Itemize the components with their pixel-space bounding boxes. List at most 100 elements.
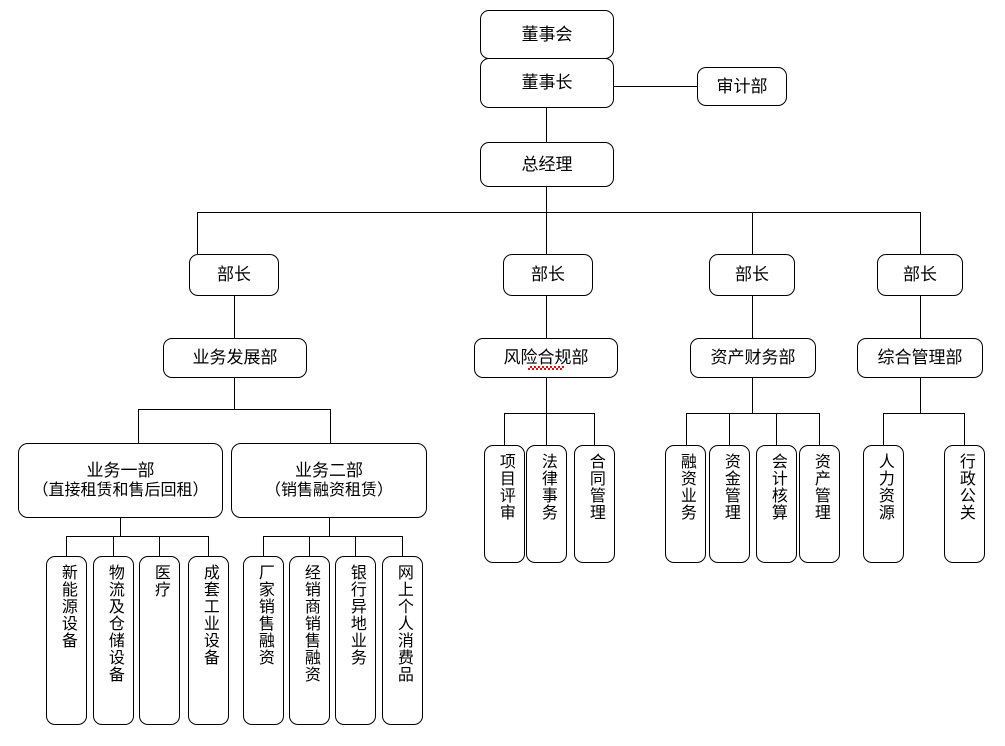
drop-to-unit-1 (138, 409, 139, 443)
node-leaf-contract-management[interactable]: 合同管理 (574, 445, 615, 563)
bus-risk-leaves (504, 413, 595, 414)
node-leaf-legal-affairs-label: 法律事务 (538, 453, 556, 521)
node-business-unit-1[interactable]: 业务一部 （直接租赁和售后回租） (18, 443, 223, 518)
node-leaf-accounting[interactable]: 会计核算 (756, 445, 797, 563)
node-leaf-fund-management-label: 资金管理 (721, 453, 739, 521)
bus-admin-leaves (883, 413, 965, 414)
node-leaf-manufacturer-sales-financing-label: 厂家销售融资 (255, 564, 273, 666)
node-dept-admin[interactable]: 综合管理部 (857, 338, 983, 378)
node-audit-label: 审计部 (716, 76, 768, 96)
drop-risk-leaf-2 (546, 413, 547, 445)
node-leaf-accounting-label: 会计核算 (768, 453, 786, 521)
node-chairman-label: 董事长 (521, 73, 573, 93)
node-director-3[interactable]: 部长 (709, 254, 795, 296)
node-director-2[interactable]: 部长 (503, 254, 593, 296)
node-board-label: 董事会 (521, 24, 573, 44)
node-leaf-project-review[interactable]: 项目评审 (484, 445, 525, 563)
node-director-1[interactable]: 部长 (189, 254, 279, 296)
drop-u1-leaf-2 (113, 536, 114, 556)
node-leaf-contract-management-label: 合同管理 (586, 453, 604, 521)
node-leaf-project-review-label: 项目评审 (496, 453, 514, 521)
node-general-manager[interactable]: 总经理 (480, 142, 614, 187)
drop-u2-leaf-3 (355, 536, 356, 556)
node-business-unit-1-title: 业务一部 (86, 460, 155, 480)
node-leaf-bank-remote-business[interactable]: 银行异地业务 (335, 556, 376, 725)
node-business-unit-2-title: 业务二部 (295, 460, 363, 480)
node-dept-risk-compliance-label: 风险合规部 (503, 348, 589, 368)
connector-risk-down (546, 378, 547, 413)
node-leaf-logistics-warehouse-equipment-label: 物流及仓储设备 (105, 564, 123, 683)
node-leaf-logistics-warehouse-equipment[interactable]: 物流及仓储设备 (93, 556, 134, 725)
drop-to-unit-2 (330, 409, 331, 443)
node-leaf-fund-management[interactable]: 资金管理 (709, 445, 750, 563)
connector-director-3-to-dept (752, 296, 753, 338)
node-director-3-label: 部长 (735, 265, 769, 285)
drop-admin-leaf-2 (964, 413, 965, 445)
bus-business-units (138, 409, 331, 410)
bus-asset-leaves (686, 413, 820, 414)
drop-bus-to-director-1 (197, 212, 198, 254)
node-leaf-dealer-sales-financing-label: 经销商销售融资 (301, 564, 319, 683)
node-dept-business-development[interactable]: 业务发展部 (163, 338, 307, 378)
node-leaf-financing-business-label: 融资业务 (677, 453, 695, 521)
node-leaf-manufacturer-sales-financing[interactable]: 厂家销售融资 (243, 556, 284, 725)
connector-director-4-to-dept (920, 296, 921, 338)
node-leaf-human-resources[interactable]: 人力资源 (863, 445, 904, 563)
node-dept-business-development-label: 业务发展部 (192, 348, 278, 368)
node-business-unit-2[interactable]: 业务二部 （销售融资租赁） (231, 443, 427, 518)
node-director-4[interactable]: 部长 (877, 254, 963, 296)
node-director-2-label: 部长 (531, 265, 565, 285)
node-leaf-medical[interactable]: 医疗 (139, 556, 180, 725)
drop-asset-leaf-4 (819, 413, 820, 445)
drop-risk-leaf-3 (594, 413, 595, 445)
connector-chairman-to-gm (546, 108, 547, 142)
node-leaf-human-resources-label: 人力资源 (875, 453, 893, 521)
node-director-1-label: 部长 (217, 265, 251, 285)
drop-asset-leaf-3 (776, 413, 777, 445)
node-leaf-administration-pr-label: 行政公关 (956, 453, 974, 521)
connector-unit-1-down (120, 518, 121, 536)
drop-u2-leaf-2 (309, 536, 310, 556)
connector-business-dev-down (234, 378, 235, 409)
node-leaf-industrial-equipment-sets[interactable]: 成套工业设备 (188, 556, 229, 725)
drop-admin-leaf-1 (883, 413, 884, 445)
connector-admin-down (920, 378, 921, 413)
node-leaf-online-personal-consumer-goods[interactable]: 网上个人消费品 (382, 556, 423, 725)
bus-unit-2-leaves (263, 536, 402, 537)
connector-director-2-to-dept (546, 296, 547, 338)
node-leaf-dealer-sales-financing[interactable]: 经销商销售融资 (289, 556, 330, 725)
node-leaf-administration-pr[interactable]: 行政公关 (944, 445, 985, 563)
node-leaf-online-personal-consumer-goods-label: 网上个人消费品 (394, 564, 412, 683)
node-leaf-asset-management-label: 资产管理 (811, 453, 829, 521)
bus-directors (197, 212, 921, 213)
connector-director-1-to-dept (234, 296, 235, 338)
node-leaf-new-energy-equipment[interactable]: 新能源设备 (46, 556, 87, 725)
drop-bus-to-director-3 (752, 212, 753, 254)
connector-asset-down (752, 378, 753, 413)
node-dept-risk-compliance[interactable]: 风险合规部 (474, 338, 618, 378)
node-leaf-asset-management[interactable]: 资产管理 (799, 445, 840, 563)
drop-u1-leaf-1 (66, 536, 67, 556)
connector-unit-2-down (329, 518, 330, 536)
drop-u2-leaf-1 (263, 536, 264, 556)
node-leaf-bank-remote-business-label: 银行异地业务 (347, 564, 365, 666)
node-general-manager-label: 总经理 (521, 154, 573, 174)
drop-u2-leaf-4 (402, 536, 403, 556)
node-board[interactable]: 董事会 (480, 10, 614, 59)
node-dept-asset-finance-label: 资产财务部 (710, 348, 796, 368)
drop-u1-leaf-3 (159, 536, 160, 556)
node-leaf-new-energy-equipment-label: 新能源设备 (58, 564, 76, 649)
node-leaf-industrial-equipment-sets-label: 成套工业设备 (200, 564, 218, 666)
node-chairman[interactable]: 董事长 (480, 58, 614, 108)
drop-u1-leaf-4 (208, 536, 209, 556)
node-dept-asset-finance[interactable]: 资产财务部 (690, 338, 816, 378)
node-audit[interactable]: 审计部 (697, 67, 787, 106)
node-leaf-financing-business[interactable]: 融资业务 (665, 445, 706, 563)
connector-chairman-to-audit (614, 86, 698, 87)
drop-asset-leaf-2 (729, 413, 730, 445)
node-leaf-medical-label: 医疗 (151, 564, 169, 598)
drop-bus-to-director-2 (546, 212, 547, 254)
drop-asset-leaf-1 (686, 413, 687, 445)
node-leaf-legal-affairs[interactable]: 法律事务 (526, 445, 567, 563)
